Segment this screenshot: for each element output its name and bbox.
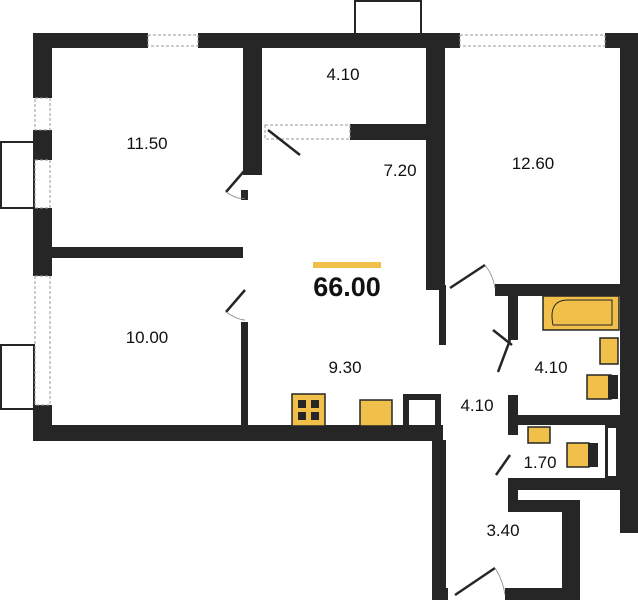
room-area-corridor: 4.10 (460, 396, 493, 415)
toilet-icon (566, 442, 590, 468)
room-area-bedroom-1: 11.50 (126, 134, 167, 153)
toilet-icon (586, 374, 612, 400)
window (34, 275, 51, 406)
room-area-storage: 4.10 (326, 65, 359, 84)
doors (225, 124, 513, 597)
window (459, 34, 606, 47)
total-area: 66.00 (313, 272, 381, 302)
fixtures (291, 295, 620, 468)
room-area-bathroom: 4.10 (534, 358, 567, 377)
window (34, 97, 51, 131)
room-area-bedroom-2: 10.00 (126, 328, 169, 347)
washbasin-icon (599, 337, 619, 365)
room-area-hall: 7.20 (383, 161, 416, 180)
stove-icon (291, 393, 326, 427)
kitchen-sink-icon (359, 399, 393, 427)
walls (33, 33, 638, 600)
balcony-left-upper (0, 141, 35, 209)
window (34, 159, 51, 209)
room-area-toilet: 1.70 (523, 453, 556, 472)
balcony-left-lower (0, 344, 35, 410)
bathtub-icon (542, 295, 620, 331)
washbasin-icon (527, 426, 551, 444)
room-area-bedroom-3: 12.60 (512, 154, 555, 173)
area-accent-bar (313, 262, 381, 268)
room-area-entrance: 3.40 (486, 521, 519, 540)
room-area-kitchen: 9.30 (328, 358, 361, 377)
window (147, 34, 199, 47)
